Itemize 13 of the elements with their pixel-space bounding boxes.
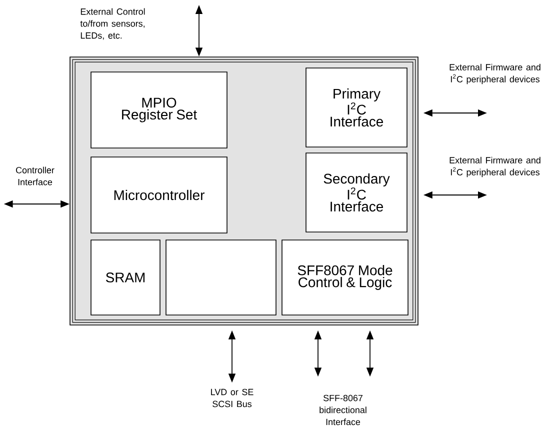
block-box: SFF8067 Mode Control & Logic xyxy=(282,240,408,316)
interface-label: External Firmware and I$^{2}$C peripheral devices xyxy=(450,156,540,178)
block-box xyxy=(166,240,276,316)
block-box: SRAM xyxy=(90,240,160,316)
interface-label: External Control to/from sensors, LEDs, etc. xyxy=(80,8,145,40)
interface-label: LVD or SE SCSI Bus xyxy=(211,388,254,408)
block-box: Secondary I$^{2}$C Interface xyxy=(306,152,408,232)
interface-label: External Firmware and I$^{2}$C peripheral devices xyxy=(450,64,540,84)
interface-label: SFF-8067 bidirectional Interface xyxy=(320,394,366,426)
interface-label: Controller Interface xyxy=(16,166,54,186)
block-box: Microcontroller xyxy=(90,156,228,234)
block-box: Primary I$^{2}$C Interface xyxy=(306,68,408,148)
block-box: MPIO Register Set xyxy=(90,72,228,148)
